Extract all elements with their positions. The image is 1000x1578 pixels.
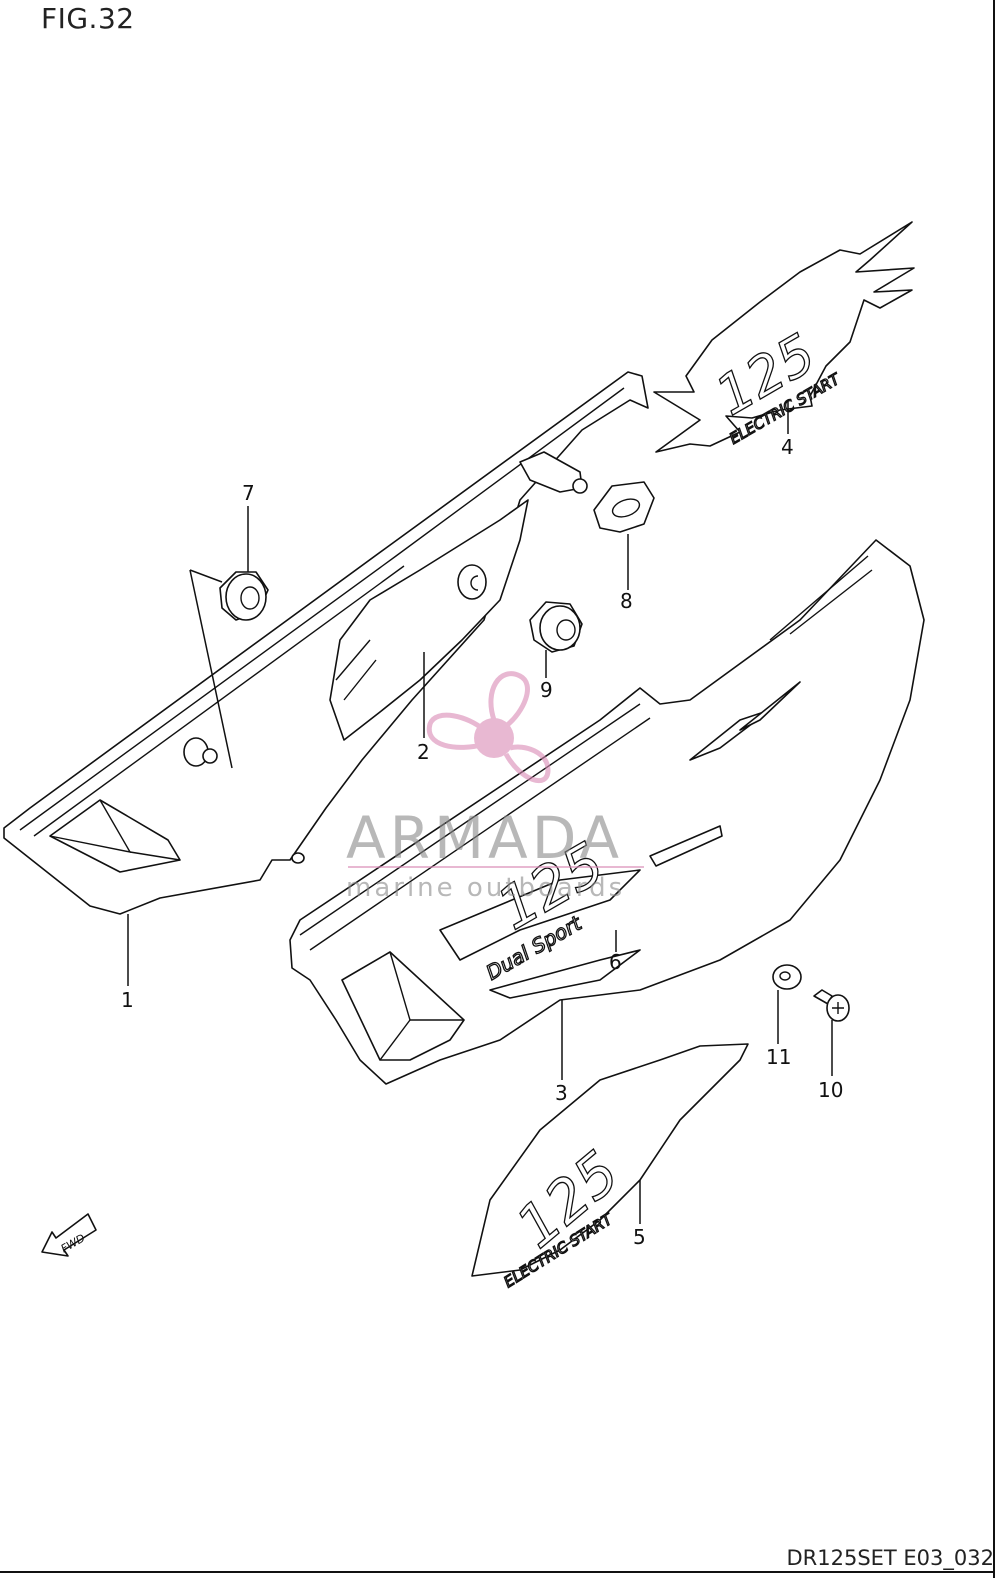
callout-4: 4 [781, 435, 794, 459]
watermark-brand: ARMADA [346, 804, 623, 872]
part-4-decal[interactable]: 125 ELECTRIC START [653, 221, 915, 453]
callout-1: 1 [121, 988, 134, 1012]
figure-code: DR125SET E03_032 [786, 1546, 994, 1570]
callout-8: 8 [620, 589, 633, 613]
part-11-washer[interactable] [772, 964, 802, 990]
watermark: ARMADA marine outboards [346, 671, 644, 903]
callout-6: 6 [609, 950, 622, 974]
watermark-tagline: marine outboards [346, 873, 625, 903]
callout-3: 3 [555, 1081, 568, 1105]
callout-9: 9 [540, 678, 553, 702]
callout-2: 2 [417, 740, 430, 764]
callout-11: 11 [766, 1045, 791, 1069]
watermark-underline [348, 866, 644, 868]
part-10-screw[interactable] [813, 989, 850, 1022]
part-7-grommet[interactable] [219, 571, 269, 621]
fwd-arrow-icon: FWD [41, 1213, 97, 1257]
part-5-decal[interactable]: 125 ELECTRIC START [471, 1043, 749, 1292]
part-8-grommet[interactable] [593, 481, 655, 533]
frame-border-right [993, 0, 995, 1578]
frame-border-bottom [0, 1571, 995, 1573]
callout-10: 10 [818, 1078, 843, 1102]
callout-7: 7 [242, 481, 255, 505]
part-9-collar[interactable] [529, 601, 583, 653]
part-1-frame-cover-left[interactable] [3, 371, 649, 915]
figure-title: FIG.32 [41, 2, 135, 35]
callout-5: 5 [633, 1225, 646, 1249]
callout-numbers: 1 2 3 4 5 6 7 8 9 10 11 [121, 435, 843, 1249]
part-3-frame-cover-right[interactable] [289, 539, 925, 1085]
propeller-logo-icon [426, 671, 551, 784]
leader-lines [127, 400, 833, 1224]
